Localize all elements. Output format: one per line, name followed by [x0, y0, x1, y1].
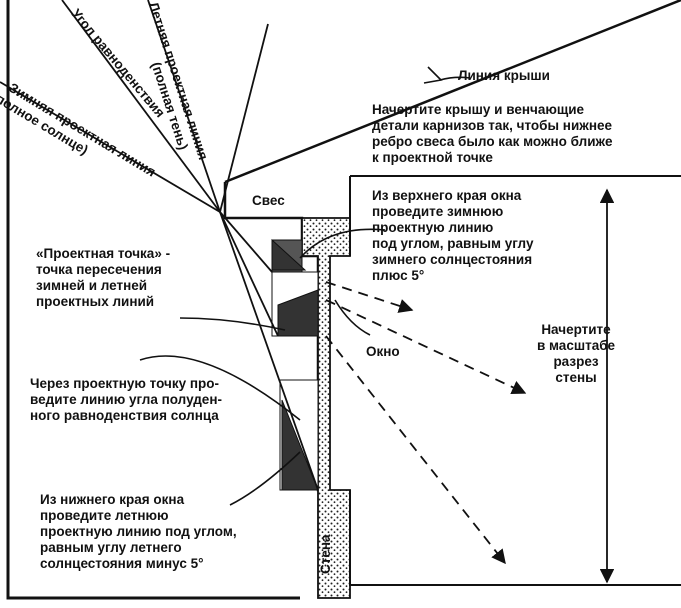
shade-triangle-mid	[277, 289, 319, 337]
note-equinox-through-line: ведите линию угла полуден-	[30, 392, 222, 407]
note-draw-roof-line: к проектной точке	[372, 150, 493, 165]
note-top-edge: Из верхнего края окна проведите зимнюю п…	[372, 188, 533, 284]
note-draw-roof-line: детали карнизов так, чтобы нижнее	[372, 118, 612, 133]
design-rays	[0, 0, 319, 491]
note-scale-section-line: в масштабе	[536, 338, 616, 353]
note-scale-section: Начертите в масштабе разрез стены	[514, 322, 638, 386]
note-top-edge-line: Из верхнего края окна	[372, 188, 522, 203]
note-scale-section-line: Начертите	[541, 322, 611, 337]
note-top-edge-line: проектную линию	[372, 220, 494, 235]
note-leaders	[139, 228, 386, 506]
wall-label: Стена	[318, 534, 333, 574]
note-equinox-through-line: ного равноденствия солнца	[30, 408, 219, 423]
note-draw-roof-line: Начертите крышу и венчающие	[372, 102, 585, 117]
note-equinox-through: Через проектную точку про- ведите линию …	[30, 376, 222, 424]
note-bottom-edge: Из нижнего края окна проведите летнюю пр…	[40, 492, 237, 572]
note-scale-section-line: разрез	[553, 354, 599, 369]
roof-line-leader-arrow	[423, 66, 443, 84]
note-top-edge-line: зимнего солнцестояния	[372, 252, 533, 267]
note-draw-roof: Начертите крышу и венчающие детали карни…	[372, 102, 612, 166]
summer-ray-arrow	[325, 335, 506, 565]
note-design-point: «Проектная точка» - точка пересечения зи…	[36, 246, 170, 310]
overhang-label: Свес	[252, 193, 285, 208]
note-top-edge-line: плюс 5°	[372, 268, 425, 283]
note-bottom-edge-line: проектную линию под углом,	[40, 524, 237, 539]
note-design-point-line: зимней и летней	[36, 278, 148, 293]
roof-line	[224, 0, 681, 184]
note-draw-roof-line: ребро свеса было как можно ближе	[372, 134, 613, 149]
note-design-point-line: «Проектная точка» -	[36, 246, 171, 261]
note-equinox-through-line: Через проектную точку про-	[30, 376, 220, 391]
roof-line-label: Линия крыши	[458, 68, 550, 83]
shade-triangle-low	[281, 399, 319, 491]
note-design-point-line: точка пересечения	[36, 262, 162, 277]
left-border	[6, 0, 300, 600]
equinox-ray-arrow	[325, 299, 527, 395]
note-bottom-edge-line: Из нижнего края окна	[40, 492, 185, 507]
note-bottom-edge-line: равным углу летнего	[40, 540, 182, 555]
note-bottom-edge-line: солнцестояния минус 5°	[40, 556, 204, 571]
note-top-edge-line: проведите зимнюю	[372, 204, 504, 219]
note-top-edge-line: под углом, равным углу	[372, 236, 534, 251]
shade-triangle-top	[271, 238, 307, 271]
note-scale-section-line: стены	[555, 370, 597, 385]
window-label: Окно	[366, 344, 400, 359]
note-design-point-line: проектных линий	[36, 294, 155, 309]
winter-ray-arrow	[325, 281, 414, 313]
roof-line-leader	[439, 76, 471, 81]
note-bottom-edge-line: проведите летнюю	[40, 508, 169, 523]
interior-box	[349, 175, 681, 586]
